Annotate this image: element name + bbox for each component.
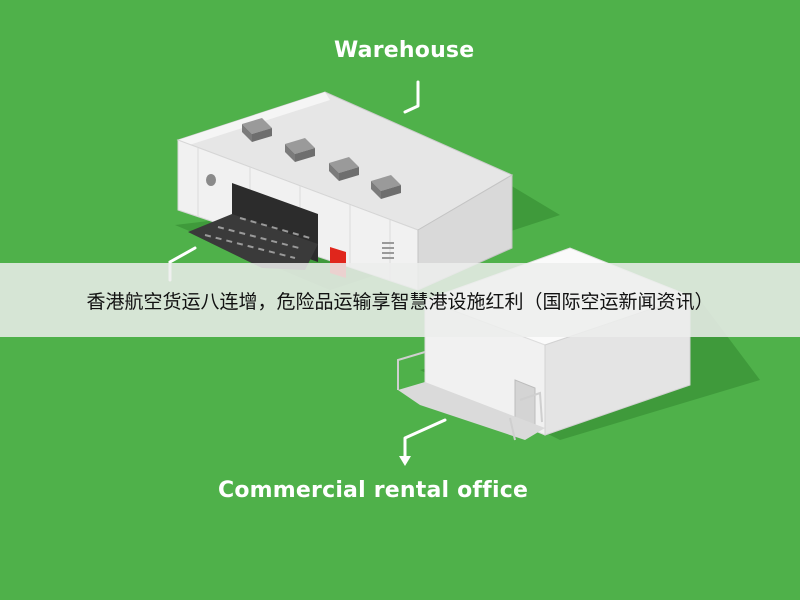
commercial-rental-office-label: Commercial rental office (218, 478, 529, 503)
arrow-down-icon (399, 456, 411, 466)
warehouse-pointer-line (403, 80, 420, 114)
caption-banner: 香港航空货运八连增，危险品运输享智慧港设施红利（国际空运新闻资讯） (0, 263, 800, 337)
warehouse-round-window (206, 174, 216, 186)
office-porch (398, 382, 545, 440)
office-railing (397, 351, 543, 441)
roof-vent (371, 175, 401, 199)
warehouse-grille (382, 242, 394, 259)
roof-vent (242, 118, 272, 142)
roof-vent (329, 157, 359, 181)
office-pointer-line (403, 418, 447, 460)
warehouse-label: Warehouse (334, 38, 475, 63)
roof-vent (285, 138, 315, 162)
banner-text: 香港航空货运八连增，危险品运输享智慧港设施红利（国际空运新闻资讯） (86, 290, 714, 313)
warehouse-building (175, 91, 560, 291)
